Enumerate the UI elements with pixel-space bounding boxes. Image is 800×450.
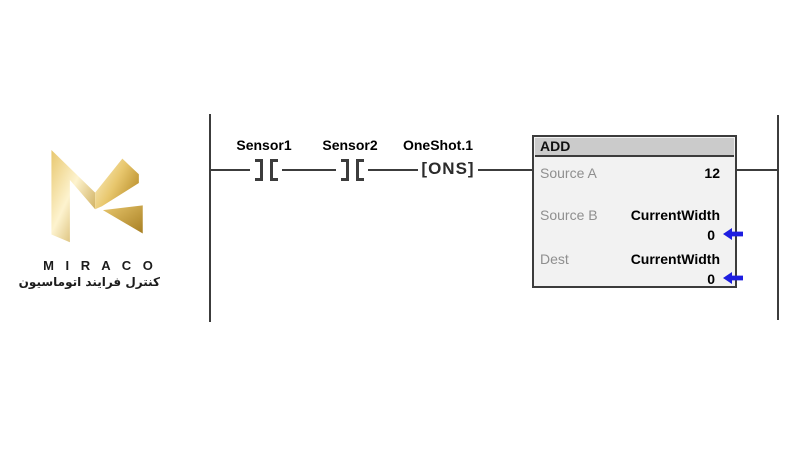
source-a-value[interactable]: 12 — [704, 165, 720, 181]
contact-tag-sensor1[interactable]: Sensor1 — [236, 137, 292, 153]
cross-reference-arrow-icon[interactable] — [723, 228, 743, 240]
company-logo: M I R A C O کنترل فرایند اتوماسیون — [18, 148, 160, 289]
rung-wire — [210, 169, 532, 171]
ladder-left-rail — [209, 114, 211, 322]
param-label-dest: Dest — [540, 251, 569, 267]
contact-left-bracket-icon — [340, 159, 349, 181]
xic-contact-sensor1[interactable] — [250, 158, 282, 182]
source-b-current-value[interactable]: 0 — [707, 227, 715, 243]
ladder-right-rail — [777, 115, 779, 320]
brand-name: M I R A C O — [43, 258, 157, 273]
dest-current-value[interactable]: 0 — [707, 271, 715, 287]
contact-tag-sensor2[interactable]: Sensor2 — [322, 137, 378, 153]
ons-instruction[interactable]: [ONS] — [418, 157, 478, 182]
brand-tagline: کنترل فرایند اتوماسیون — [18, 275, 160, 289]
miraco-m-logo-icon — [51, 149, 143, 243]
add-block-title: ADD — [535, 138, 734, 157]
source-b-operand[interactable]: CurrentWidth — [630, 207, 720, 223]
oneshot-tag[interactable]: OneShot.1 — [402, 137, 473, 153]
contact-right-bracket-icon — [355, 159, 364, 181]
rung-wire-output — [737, 169, 777, 171]
param-label-source-a: Source A — [540, 165, 597, 181]
xic-contact-sensor2[interactable] — [336, 158, 368, 182]
cross-reference-arrow-icon[interactable] — [723, 272, 743, 284]
add-instruction-block[interactable]: ADD Source A 12 Source B CurrentWidth 0 … — [532, 135, 743, 288]
param-label-source-b: Source B — [540, 207, 598, 223]
contact-left-bracket-icon — [254, 159, 263, 181]
dest-operand[interactable]: CurrentWidth — [630, 251, 720, 267]
contact-right-bracket-icon — [269, 159, 278, 181]
